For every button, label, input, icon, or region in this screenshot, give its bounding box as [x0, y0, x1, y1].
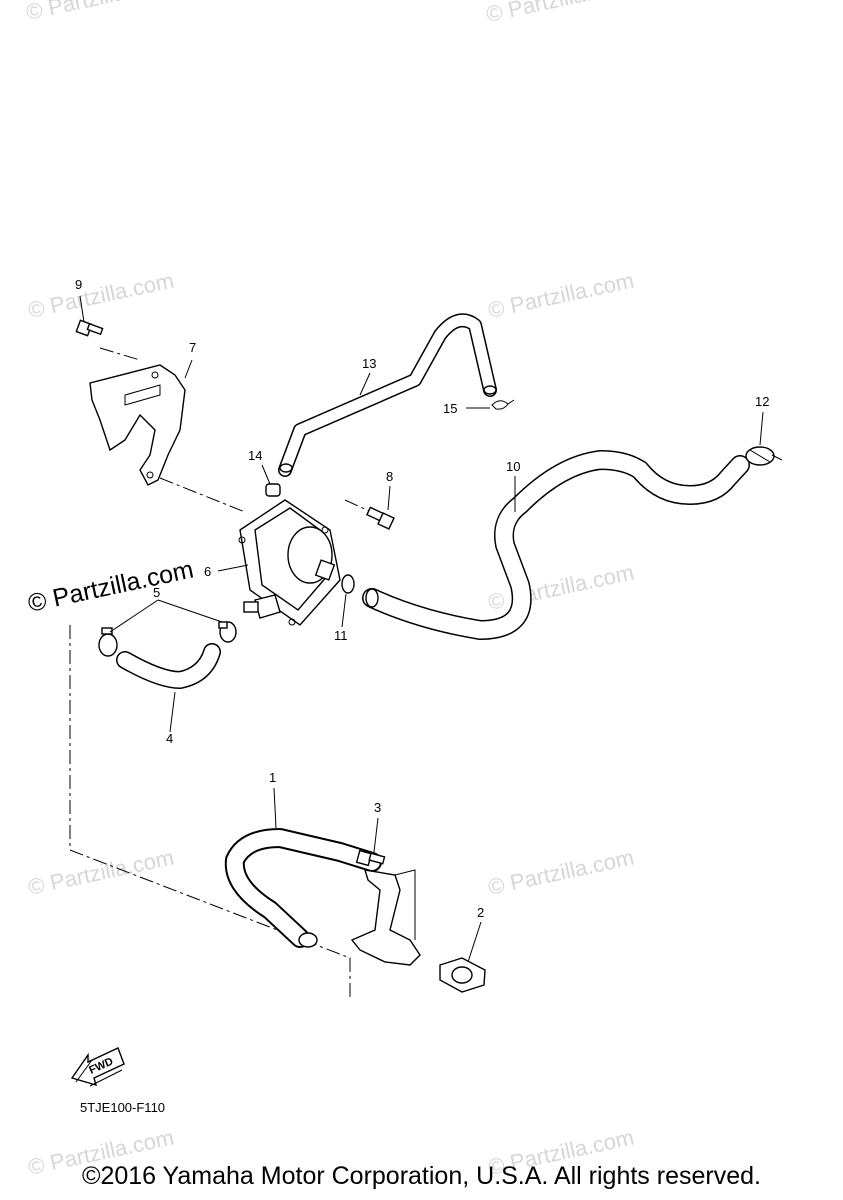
- watermark: © Partzilla.com: [24, 0, 174, 25]
- callout-2: 2: [477, 905, 484, 920]
- watermark: © Partzilla.com: [26, 845, 176, 900]
- callout-12: 12: [755, 394, 769, 409]
- fwd-arrow-icon: FWD: [70, 1047, 125, 1087]
- ring-11: [341, 574, 355, 594]
- copyright-notice: ©2016 Yamaha Motor Corporation, U.S.A. A…: [82, 1162, 761, 1190]
- gasket-2: [439, 957, 486, 993]
- watermark-large: © Partzilla.com: [25, 555, 196, 617]
- callout-14: 14: [248, 448, 262, 463]
- pipe-1: [224, 828, 382, 948]
- bracket-7: [89, 364, 186, 486]
- pipe-bracket: [350, 869, 421, 966]
- nipple-14: [265, 483, 281, 497]
- bolt-8: [366, 506, 395, 530]
- callout-13: 13: [362, 356, 376, 371]
- hose-4: [116, 643, 221, 689]
- diagram-code: 5TJE100-F110: [80, 1100, 165, 1115]
- hose-10: [362, 450, 750, 640]
- callout-numbers: 1 2 3 4 5 6 7 8 9 10 11 12 13 14 15: [75, 277, 769, 920]
- callout-11: 11: [334, 628, 348, 643]
- callout-10: 10: [506, 459, 520, 474]
- hose-13: [278, 313, 497, 477]
- callout-3: 3: [374, 800, 381, 815]
- callout-8: 8: [386, 469, 393, 484]
- clamp-12: [745, 446, 783, 466]
- bolt-9: [75, 319, 104, 337]
- callout-15: 15: [443, 401, 457, 416]
- watermark: © Partzilla.com: [26, 268, 176, 323]
- callout-4: 4: [166, 731, 173, 746]
- clamp-5: [98, 621, 237, 657]
- valve-6: [238, 499, 341, 626]
- bolt-3: [355, 849, 386, 867]
- watermark: © Partzilla.com: [484, 0, 634, 27]
- clip-15: [491, 399, 515, 410]
- callout-9: 9: [75, 277, 82, 292]
- leader-lines: [79, 295, 764, 963]
- callout-1: 1: [269, 770, 276, 785]
- callout-6: 6: [204, 564, 211, 579]
- callout-5: 5: [153, 585, 160, 600]
- watermark: © Partzilla.com: [486, 845, 636, 900]
- watermark: © Partzilla.com: [486, 268, 636, 323]
- callout-7: 7: [189, 340, 196, 355]
